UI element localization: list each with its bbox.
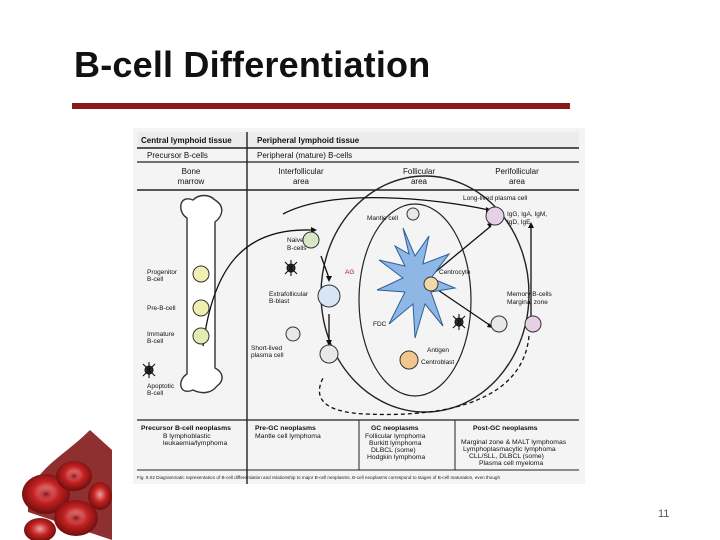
apoptotic-label-2: B-cell — [147, 390, 164, 397]
title-rule — [72, 103, 570, 109]
immature-b-cell — [192, 327, 210, 345]
post-gc-neoplasm-title: Post-GC neoplasms — [473, 425, 538, 432]
fdc-cell — [376, 227, 457, 339]
arrow-centroblast-loop — [318, 335, 530, 416]
short-lived-plasma-cell — [319, 344, 339, 364]
apoptotic-cell-icon — [284, 260, 298, 276]
figure-header: Central lymphoid tissue Peripheral lymph… — [137, 132, 579, 484]
b-cell-differentiation-figure: Central lymphoid tissue Peripheral lymph… — [133, 128, 585, 484]
pre-b-cell-label: Pre-B-cell — [147, 305, 176, 312]
interfollicular-label-2: area — [293, 177, 310, 186]
peripheral-mature-label: Peripheral (mature) B-cells — [257, 151, 352, 160]
blood-cell — [56, 461, 92, 491]
extrafollicular-label-1: Extrafollicular — [269, 291, 309, 298]
central-tissue-label: Central lymphoid tissue — [141, 136, 232, 145]
pre-b-cell — [192, 299, 210, 317]
centroblast-label: Centroblast — [421, 359, 454, 366]
naive-bcells-label-2: B-cells — [287, 245, 307, 252]
antigen-label: Antigen — [427, 347, 449, 354]
bone-marrow-label-1: Bone — [182, 167, 201, 176]
memory-label-1: Memory B-cells — [507, 291, 553, 298]
gc-neoplasm-item-1: Follicular lymphoma — [365, 433, 426, 440]
precursor-neoplasm-item-1: B lymphoblastic — [163, 433, 211, 440]
follicular-label-2: area — [411, 177, 428, 186]
arrow-naive-to-extrafollicular — [320, 255, 330, 279]
long-lived-plasma-cell-label: Long-lived plasma cell — [463, 195, 528, 202]
arrow-centrocyte-to-memory — [434, 287, 492, 327]
long-lived-plasma-cell — [485, 206, 505, 226]
ig-types-label-1: IgG, IgA, IgM, — [507, 211, 547, 218]
blood-cell — [24, 518, 56, 540]
post-gc-neoplasm-item-2: Lymphoplasmacytic lymphoma — [463, 446, 556, 453]
post-gc-neoplasm-item-1: Marginal zone & MALT lymphomas — [461, 439, 567, 446]
small-b-cell — [285, 326, 301, 342]
red-blood-cells-image — [22, 430, 112, 540]
fdc-label: FDC — [373, 321, 387, 328]
gc-neoplasm-item-3: DLBCL (some) — [371, 447, 416, 454]
progenitor-cell — [192, 265, 210, 283]
memory-b-cell-1 — [490, 315, 508, 333]
bone-marrow-label-2: marrow — [178, 177, 205, 186]
gc-neoplasm-item-4: Hodgkin lymphoma — [367, 454, 425, 461]
progenitor-label-2: B-cell — [147, 276, 164, 283]
precursor-bcells-label: Precursor B-cells — [147, 151, 208, 160]
arrow-to-long-lived — [282, 197, 490, 215]
interfollicular-label-1: Interfollicular — [278, 167, 324, 176]
mantle-cell-label: Mantle cell — [367, 215, 399, 222]
follicle-outline-inner — [358, 203, 472, 397]
arrow-immature-to-naive — [202, 229, 312, 347]
naive-bcells-label-1: Naive — [287, 237, 304, 244]
extrafollicular-label-2: B-blast — [269, 298, 289, 305]
extrafollicular-blast-cell — [317, 284, 341, 308]
centrocyte-cell — [423, 276, 439, 292]
mantle-cell — [406, 207, 420, 221]
antigen-ag-label: AG — [345, 269, 354, 276]
perifollicular-label-2: area — [509, 177, 526, 186]
progenitor-label-1: Progenitor — [147, 269, 178, 276]
peripheral-tissue-label: Peripheral lymphoid tissue — [257, 136, 360, 145]
blood-cell — [88, 482, 112, 510]
pre-gc-neoplasm-item-1: Mantle cell lymphoma — [255, 433, 321, 440]
bone-shape — [180, 194, 223, 394]
centrocyte-label: Centrocyte — [439, 269, 471, 276]
blood-cell — [22, 474, 70, 514]
apoptotic-label-1: Apoptotic — [147, 383, 175, 390]
slide-title: B-cell Differentiation — [74, 44, 431, 85]
immature-label-2: B-cell — [147, 338, 164, 345]
centroblast-cell — [399, 350, 419, 370]
short-lived-label-2: plasma cell — [251, 352, 284, 359]
memory-label-2: Marginal zone — [507, 299, 548, 306]
neoplasm-table: Precursor B-cell neoplasms B lymphoblast… — [137, 419, 579, 480]
ig-types-label-2: IgD, IgE — [507, 219, 531, 226]
gc-neoplasm-title: GC neoplasms — [371, 425, 419, 432]
naive-b-cell — [302, 231, 320, 249]
pre-gc-neoplasm-title: Pre-GC neoplasms — [255, 425, 316, 432]
gc-neoplasm-item-2: Burkitt lymphoma — [369, 440, 422, 447]
follicular-label-1: Follicular — [403, 167, 435, 176]
arrow-centrocyte-to-long-lived — [432, 225, 492, 275]
memory-b-cell-2 — [524, 315, 542, 333]
page-number: 11 — [658, 508, 670, 520]
precursor-neoplasm-item-2: leukaemia/lymphoma — [163, 440, 227, 447]
apoptotic-cell-icon — [452, 314, 466, 330]
perifollicular-label-1: Perifollicular — [495, 167, 539, 176]
post-gc-neoplasm-item-4: Plasma cell myeloma — [479, 460, 543, 467]
short-lived-label-1: Short-lived — [251, 345, 282, 352]
apoptotic-cell-icon — [142, 362, 156, 378]
immature-label-1: Immature — [147, 331, 175, 338]
post-gc-neoplasm-item-3: CLL/SLL, DLBCL (some) — [469, 453, 544, 460]
precursor-neoplasm-title: Precursor B-cell neoplasms — [141, 425, 231, 432]
blood-cell — [54, 500, 98, 536]
figure-caption: Fig. 8.02 Diagrammatic representation of… — [137, 475, 500, 480]
